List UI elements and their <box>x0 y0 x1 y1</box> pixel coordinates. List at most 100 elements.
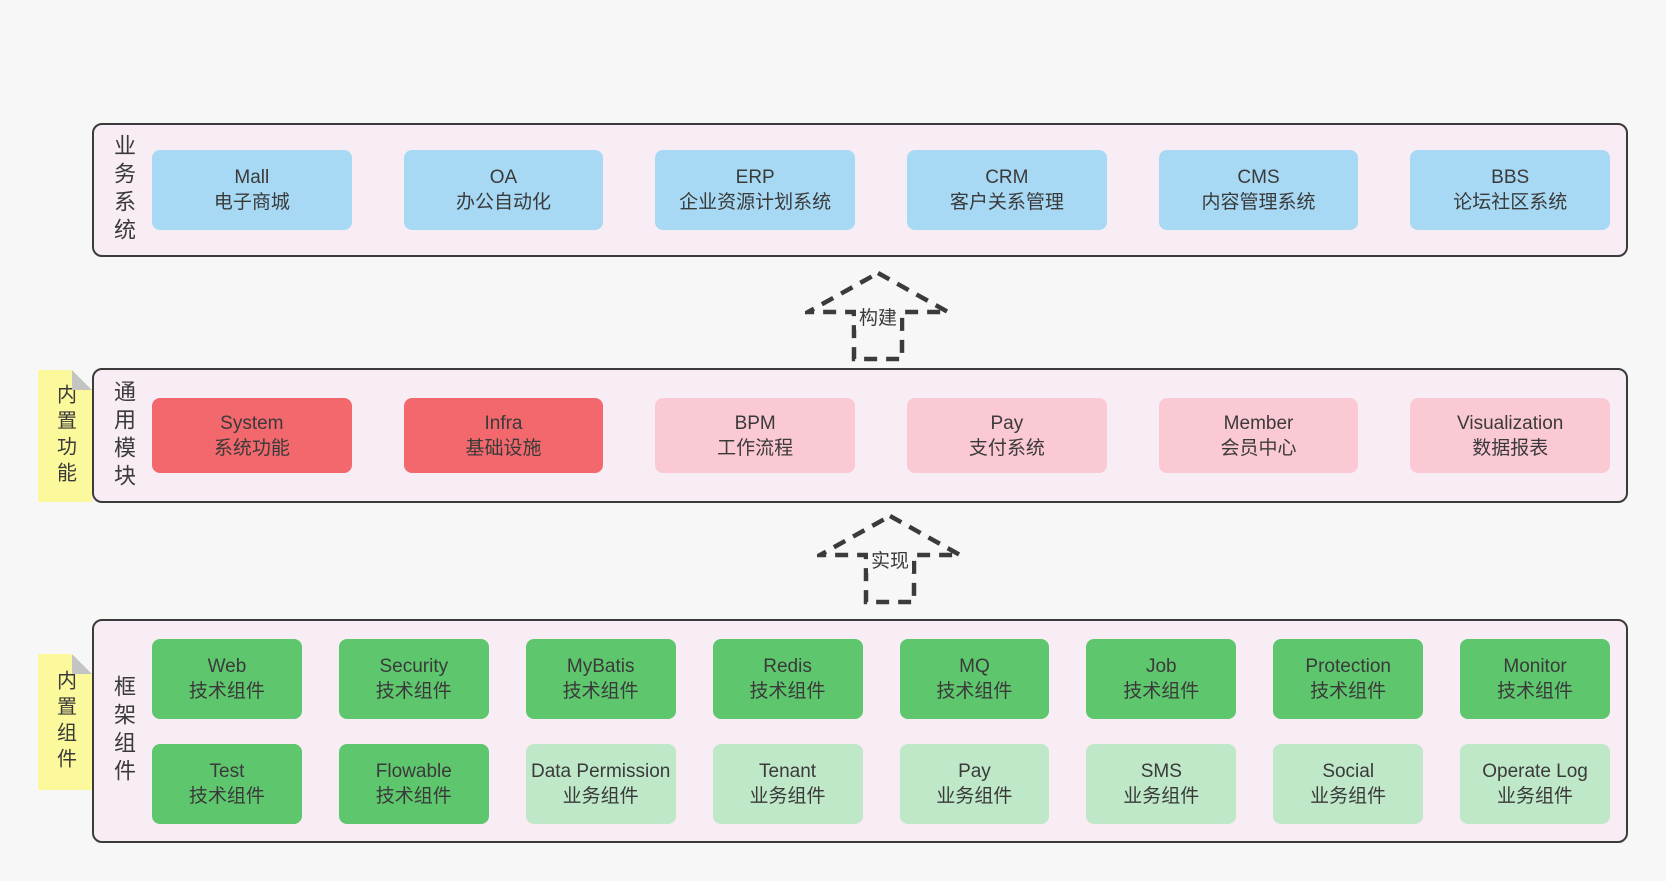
box-subtitle: 技术组件 <box>375 680 452 702</box>
box-title: CRM <box>985 167 1029 188</box>
box-title: BPM <box>734 412 776 434</box>
band-rows: System 系统功能 Infra 基础设施 BPM 工作流程 Pay 支付系统… <box>152 370 1611 501</box>
box-tenant: Tenant 业务组件 <box>712 743 863 824</box>
box-title: OA <box>489 167 518 188</box>
sticky-note-built-in-features: 内置功能 <box>38 370 92 502</box>
sticky-note-text: 内置功能 <box>53 384 76 488</box>
box-infra: Infra 基础设施 <box>403 398 604 473</box>
box-subtitle: 技术组件 <box>1497 680 1574 702</box>
band-label-text: 业务系统 <box>111 134 136 246</box>
box-subtitle: 技术组件 <box>1310 680 1387 702</box>
box-crm: CRM 客户关系管理 <box>907 150 1107 230</box>
box-erp: ERP 企业资源计划系统 <box>655 150 856 230</box>
band-label: 通用模块 <box>94 370 152 501</box>
box-subtitle: 基础设施 <box>465 437 542 459</box>
box-subtitle: 企业资源计划系统 <box>679 192 832 213</box>
box-row: System 系统功能 Infra 基础设施 BPM 工作流程 Pay 支付系统… <box>152 398 1611 473</box>
box-protection: Protection 技术组件 <box>1273 638 1424 719</box>
box-mall: Mall 电子商城 <box>152 150 352 230</box>
box-row: Mall 电子商城 OA 办公自动化 ERP 企业资源计划系统 CRM 客户关系… <box>152 150 1611 230</box>
box-title: Visualization <box>1457 412 1564 434</box>
box-bpm: BPM 工作流程 <box>655 398 856 473</box>
box-subtitle: 技术组件 <box>936 680 1013 702</box>
box-subtitle: 技术组件 <box>749 680 826 702</box>
band-label-text: 通用模块 <box>111 379 136 492</box>
band-framework-components: 框架组件 Web 技术组件 Security 技术组件 MyBatis 技术组件… <box>92 619 1628 843</box>
box-title: Job <box>1145 655 1177 677</box>
box-monitor: Monitor 技术组件 <box>1460 638 1610 719</box>
band-label: 框架组件 <box>94 621 152 841</box>
box-subtitle: 技术组件 <box>1123 680 1200 702</box>
box-visualization: Visualization 数据报表 <box>1410 398 1611 473</box>
box-row: Web 技术组件 Security 技术组件 MyBatis 技术组件 Redi… <box>152 638 1610 719</box>
box-bbs: BBS 论坛社区系统 <box>1410 150 1611 230</box>
box-redis: Redis 技术组件 <box>712 638 863 719</box>
band-business-systems: 业务系统 Mall 电子商城 OA 办公自动化 ERP 企业资源计划系统 CRM… <box>92 123 1628 257</box>
box-subtitle: 客户关系管理 <box>949 192 1064 213</box>
box-subtitle: 技术组件 <box>188 785 265 807</box>
box-title: Flowable <box>375 760 452 782</box>
box-subtitle: 内容管理系统 <box>1201 192 1316 213</box>
arrow-label: 构建 <box>855 303 901 330</box>
box-member: Member 会员中心 <box>1158 398 1359 473</box>
band-label-text: 框架组件 <box>111 675 136 787</box>
box-oa: OA 办公自动化 <box>403 150 604 230</box>
box-title: Web <box>207 655 247 677</box>
box-row: Test 技术组件 Flowable 技术组件 Data Permission … <box>152 743 1610 824</box>
box-title: Protection <box>1305 655 1391 677</box>
box-title: Mall <box>234 167 270 188</box>
box-security: Security 技术组件 <box>338 638 489 719</box>
folded-corner-icon <box>72 370 92 390</box>
box-subtitle: 电子商城 <box>213 192 290 213</box>
box-subtitle: 业务组件 <box>1497 785 1574 807</box>
box-title: Monitor <box>1503 655 1567 677</box>
box-title: Operate Log <box>1482 760 1588 782</box>
box-title: SMS <box>1140 760 1182 782</box>
box-job: Job 技术组件 <box>1086 638 1237 719</box>
box-title: Tenant <box>759 760 817 782</box>
box-subtitle: 办公自动化 <box>456 192 552 213</box>
box-subtitle: 业务组件 <box>749 785 826 807</box>
box-title: CMS <box>1237 167 1280 188</box>
box-social: Social 业务组件 <box>1273 743 1424 824</box>
band-rows: Mall 电子商城 OA 办公自动化 ERP 企业资源计划系统 CRM 客户关系… <box>152 125 1611 255</box>
box-title: MyBatis <box>566 655 635 677</box>
box-subtitle: 技术组件 <box>375 785 452 807</box>
box-subtitle: 业务组件 <box>562 785 639 807</box>
box-title: Data Permission <box>530 760 671 782</box>
box-mq: MQ 技术组件 <box>899 638 1050 719</box>
box-subtitle: 业务组件 <box>1310 785 1387 807</box>
folded-corner-icon <box>72 654 92 674</box>
arrow-up-implement: 实现 <box>817 512 963 606</box>
box-cms: CMS 内容管理系统 <box>1158 150 1359 230</box>
arrow-up-build: 构建 <box>805 269 951 363</box>
box-title: Pay <box>958 760 991 782</box>
box-system: System 系统功能 <box>152 398 352 473</box>
box-subtitle: 数据报表 <box>1472 437 1549 459</box>
box-title: Social <box>1322 760 1375 782</box>
box-title: ERP <box>735 167 775 188</box>
box-subtitle: 工作流程 <box>717 437 794 459</box>
box-title: Redis <box>763 655 812 677</box>
box-subtitle: 支付系统 <box>968 437 1045 459</box>
box-flowable: Flowable 技术组件 <box>338 743 489 824</box>
box-operate-log: Operate Log 业务组件 <box>1460 743 1610 824</box>
box-web: Web 技术组件 <box>152 638 302 719</box>
box-title: Member <box>1223 412 1294 434</box>
box-subtitle: 技术组件 <box>188 680 265 702</box>
box-subtitle: 会员中心 <box>1220 437 1297 459</box>
box-title: System <box>220 412 284 434</box>
box-title: Test <box>209 760 245 782</box>
box-pay-system: Pay 支付系统 <box>907 398 1107 473</box>
box-subtitle: 系统功能 <box>213 437 290 459</box>
box-test: Test 技术组件 <box>152 743 302 824</box>
box-pay-component: Pay 业务组件 <box>899 743 1050 824</box>
box-subtitle: 技术组件 <box>562 680 639 702</box>
box-sms: SMS 业务组件 <box>1086 743 1237 824</box>
box-mybatis: MyBatis 技术组件 <box>525 638 676 719</box>
sticky-note-built-in-components: 内置组件 <box>38 654 92 790</box>
box-subtitle: 论坛社区系统 <box>1453 192 1568 213</box>
sticky-note-text: 内置组件 <box>53 670 76 774</box>
box-subtitle: 业务组件 <box>1123 785 1200 807</box>
band-rows: Web 技术组件 Security 技术组件 MyBatis 技术组件 Redi… <box>152 621 1610 841</box>
